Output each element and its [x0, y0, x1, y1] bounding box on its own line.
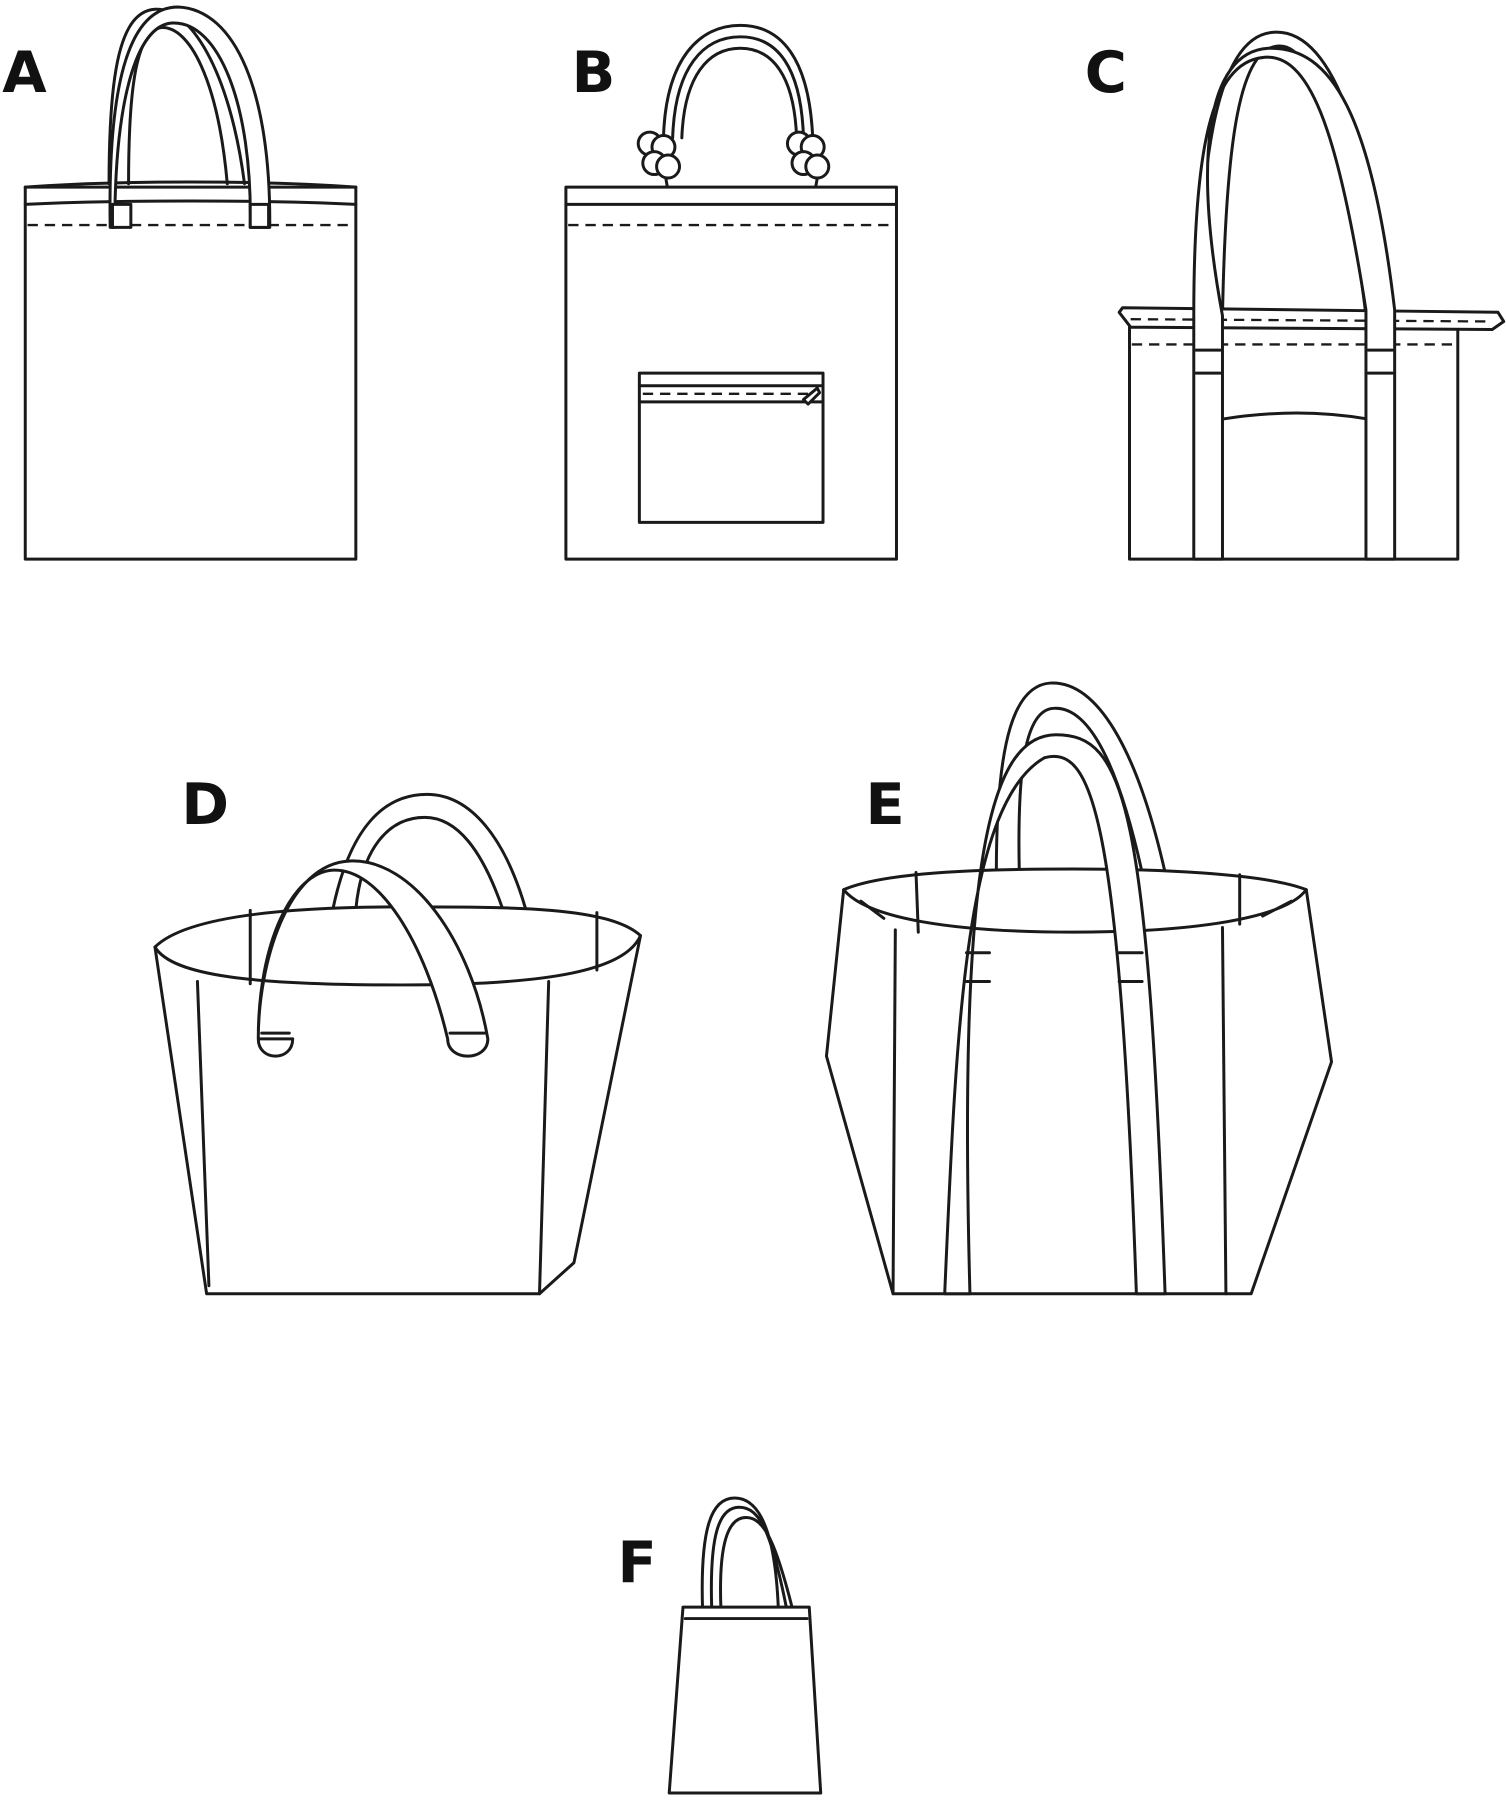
handle-front: [256, 859, 490, 1058]
view-e: E: [824, 681, 1334, 1296]
view-f: F: [618, 1496, 823, 1795]
strap-tabs: [1194, 348, 1394, 375]
handle-tab: [110, 202, 133, 229]
pocket-zipper: [637, 384, 825, 404]
handle-back: [331, 792, 528, 911]
view-a: A: [2, 5, 358, 561]
view-label-d: D: [181, 771, 229, 838]
view-label-f: F: [618, 1529, 657, 1596]
handle-tab: [248, 202, 271, 229]
zipper-pull: [802, 386, 822, 406]
strap-tabs: [965, 951, 1144, 983]
bag-body: [667, 1605, 823, 1795]
inner-pocket: [1220, 411, 1370, 421]
zip-pocket: [637, 371, 825, 524]
beads-left: [636, 130, 682, 180]
view-label-b: B: [572, 39, 616, 106]
view-label-e: E: [865, 771, 904, 838]
strap-front: [943, 733, 1167, 1296]
side-seams: [195, 908, 599, 1296]
bead-handle: [661, 23, 815, 140]
view-label-c: C: [1085, 39, 1127, 106]
top-zipper: [1117, 306, 1506, 332]
handles: [700, 1496, 794, 1609]
side-seams: [891, 870, 1242, 1296]
view-label-a: A: [2, 39, 47, 106]
bag-opening: [842, 888, 1308, 934]
view-b: B: [564, 23, 898, 561]
bag-body: [153, 905, 643, 1296]
bag-body: [1128, 319, 1460, 561]
view-c: C: [1085, 30, 1506, 561]
zipper-teeth: [1130, 318, 1490, 323]
bag-body: [23, 185, 358, 561]
beads-right: [785, 130, 831, 180]
top-band: [23, 180, 358, 206]
view-d: D: [153, 771, 643, 1296]
bag-opening: [153, 934, 643, 987]
strap-front: [1192, 46, 1397, 561]
